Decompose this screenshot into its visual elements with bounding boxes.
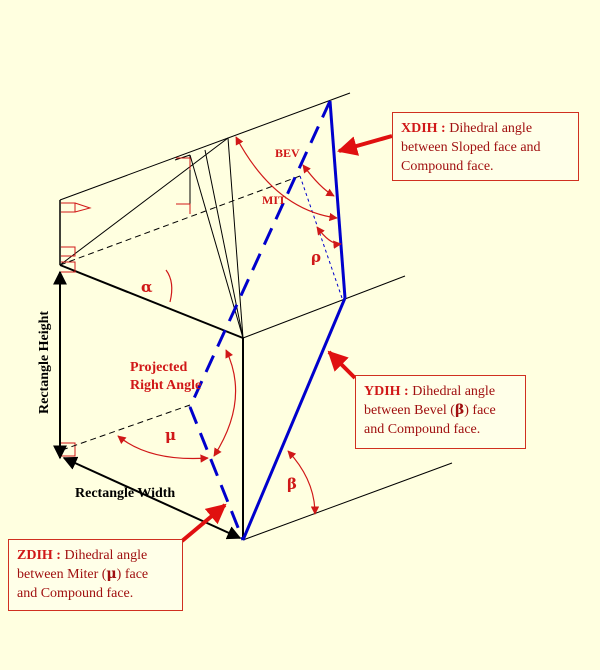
alpha-label: α	[141, 278, 153, 296]
zdih-line3: and Compound face.	[17, 586, 134, 601]
xdih-key: XDIH :	[401, 121, 446, 136]
zdih-line1: Dihedral angle	[60, 548, 148, 563]
mu-label: μ	[165, 426, 176, 444]
alpha-arc	[165, 269, 173, 303]
mit-arc	[235, 136, 338, 222]
xdih-line3: Compound face.	[401, 159, 494, 174]
projected-label-line1: Projected	[130, 360, 187, 375]
projected-label-line2: Right Angle	[130, 378, 201, 393]
rect-width-label: Rectangle Width	[75, 486, 175, 501]
rect-width-arrow	[62, 456, 242, 540]
xdih-note: XDIH : Dihedral angle between Sloped fac…	[392, 112, 579, 181]
ydih-note: YDIH : Dihedral angle between Bevel (β) …	[355, 375, 526, 449]
zdih-line2-post: ) face	[116, 567, 149, 582]
mit-label: MIT	[262, 193, 286, 207]
ydih-beta-symbol: β	[454, 402, 465, 418]
ydih-key: YDIH :	[364, 384, 409, 399]
projected-arc	[213, 349, 237, 457]
ydih-line2-post: ) face	[464, 403, 496, 418]
rect-height-label: Rectangle Height	[37, 311, 52, 414]
mu-arc	[117, 435, 209, 463]
bev-label: BEV	[275, 146, 300, 160]
ydih-line1: Dihedral angle	[408, 384, 496, 399]
beta-label: β	[287, 475, 297, 493]
ydih-line3: and Compound face.	[364, 422, 481, 437]
rho-label: ρ	[311, 248, 321, 266]
zdih-mu-symbol: μ	[106, 566, 117, 582]
zdih-line2-pre: between Miter (	[17, 567, 107, 582]
xdih-line2: between Sloped face and	[401, 140, 541, 155]
perpendicular-marks	[61, 157, 191, 457]
ydih-line2-pre: between Bevel (	[364, 403, 455, 418]
compound-face	[188, 100, 347, 541]
bev-arc	[302, 164, 335, 197]
zdih-key: ZDIH :	[17, 548, 61, 563]
angle-arcs	[117, 136, 342, 515]
zdih-note: ZDIH : Dihedral angle between Miter (μ) …	[8, 539, 183, 611]
beta-arc	[287, 450, 320, 515]
callout-arrows	[180, 134, 393, 543]
xdih-line1: Dihedral angle	[445, 121, 533, 136]
rho-arc	[316, 226, 342, 249]
